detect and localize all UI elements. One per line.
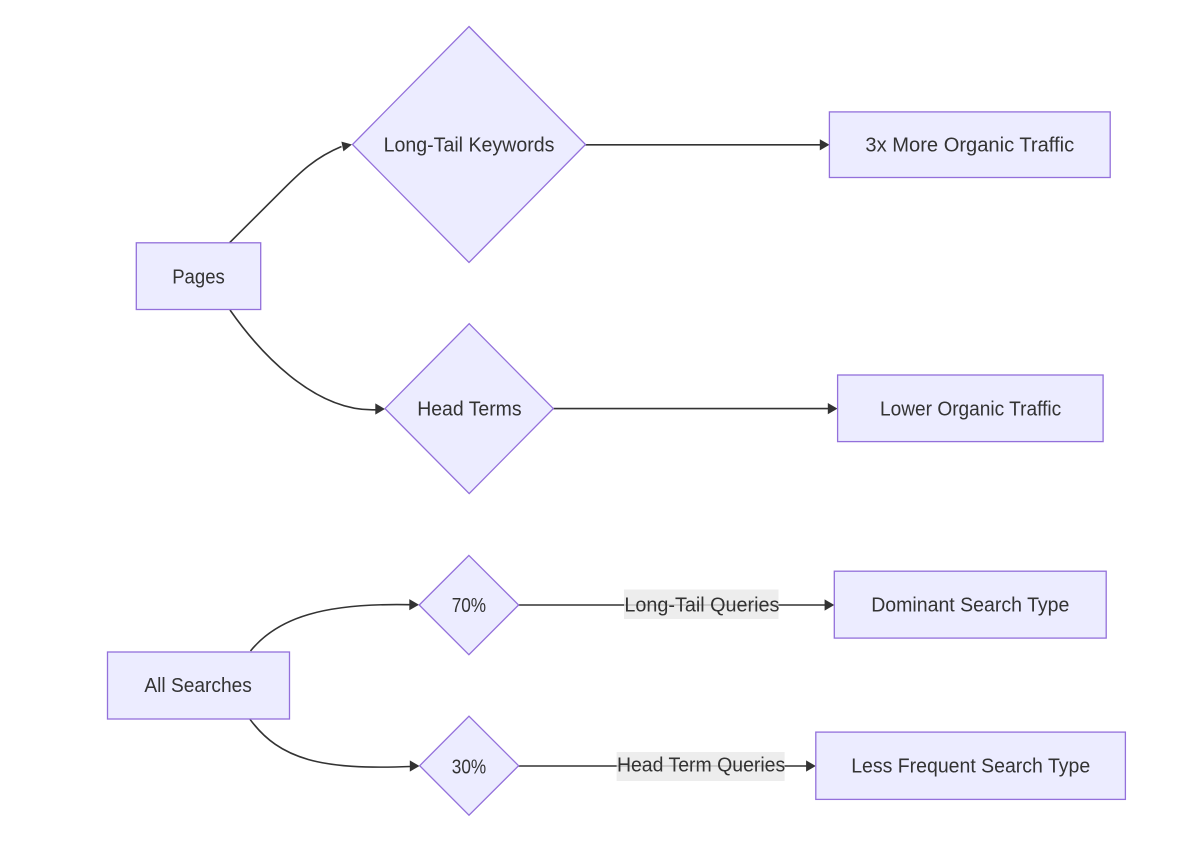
svg-text:30%: 30% — [452, 756, 487, 778]
svg-text:Head Terms: Head Terms — [417, 399, 521, 421]
svg-text:Long-Tail Queries: Long-Tail Queries — [624, 595, 779, 617]
svg-text:Head Term Queries: Head Term Queries — [617, 755, 785, 777]
svg-text:Less Frequent Search Type: Less Frequent Search Type — [851, 756, 1090, 778]
svg-text:Pages: Pages — [172, 267, 225, 289]
svg-text:All Searches: All Searches — [144, 675, 251, 697]
svg-text:3x More Organic Traffic: 3x More Organic Traffic — [865, 135, 1074, 157]
svg-text:Dominant Search Type: Dominant Search Type — [871, 595, 1069, 617]
svg-text:Long-Tail Keywords: Long-Tail Keywords — [384, 135, 555, 157]
svg-text:Lower Organic Traffic: Lower Organic Traffic — [880, 398, 1061, 420]
svg-text:70%: 70% — [452, 595, 487, 617]
